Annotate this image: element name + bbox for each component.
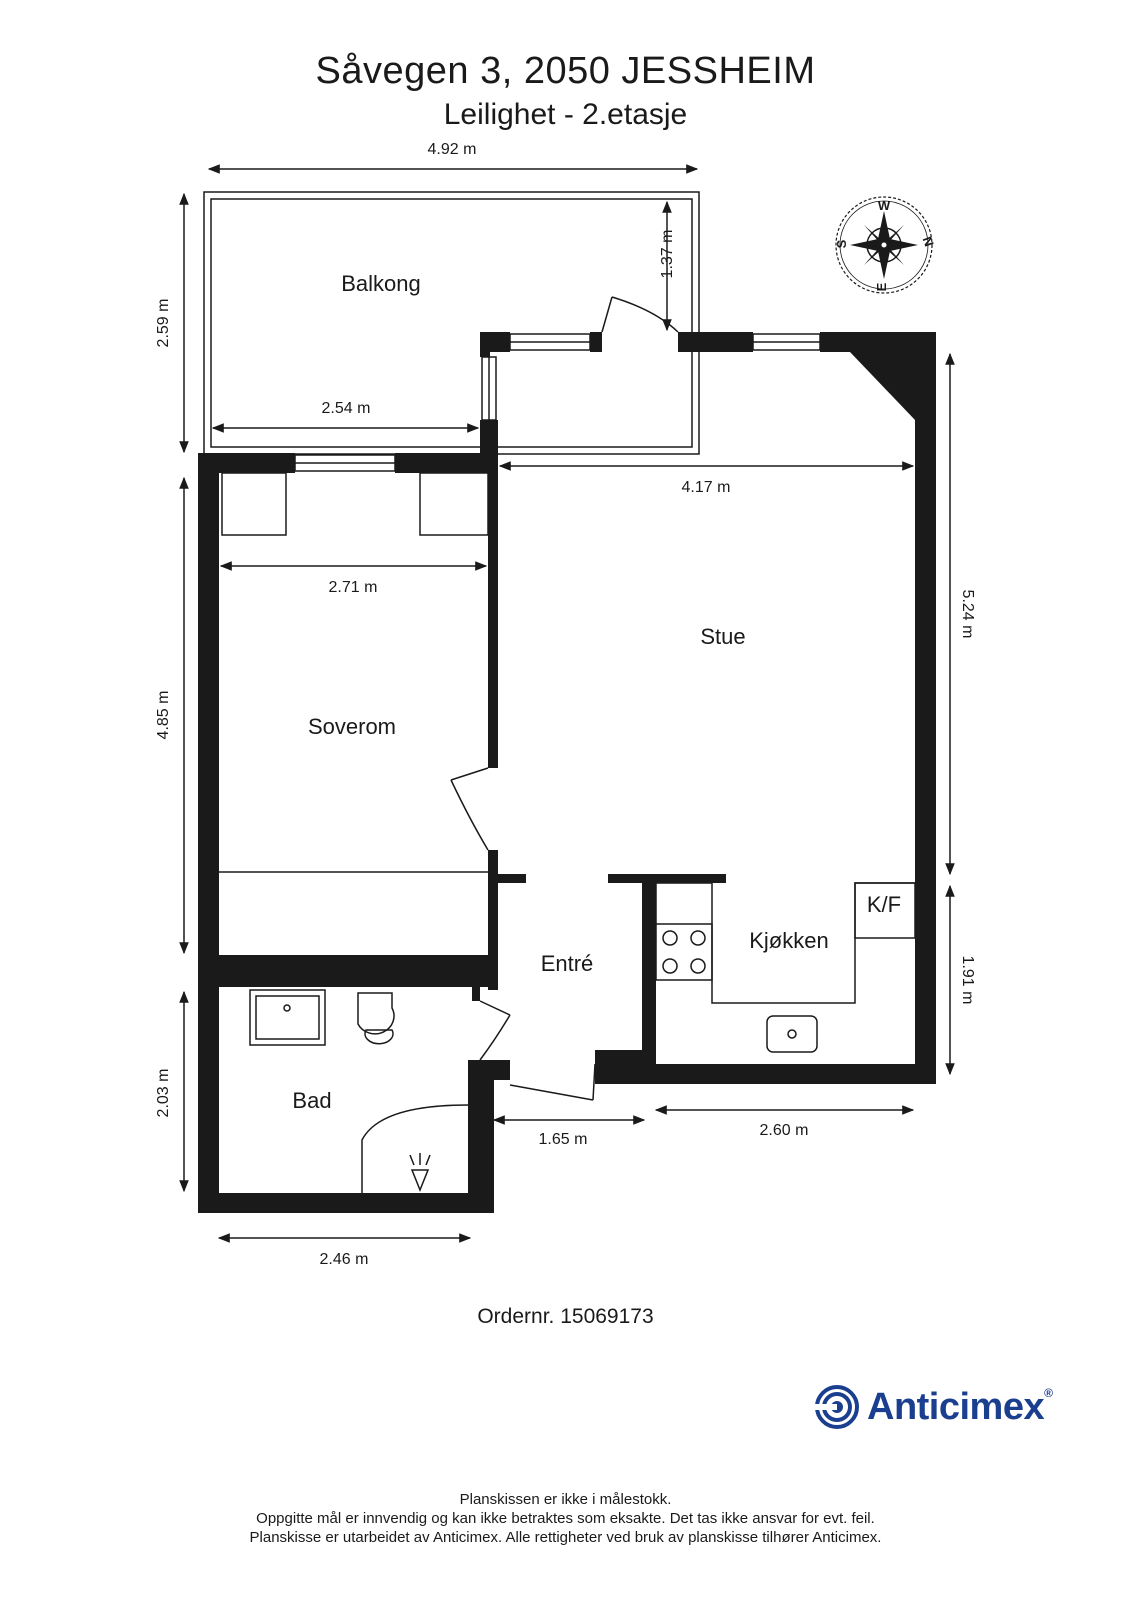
room-label-stue: Stue <box>700 624 745 649</box>
room-label-soverom: Soverom <box>308 714 396 739</box>
room-label-kjokken: Kjøkken <box>749 928 828 953</box>
dim-label-bad-width: 2.46 m <box>320 1251 369 1268</box>
kitchen-fixtures <box>655 882 916 1053</box>
registered-mark: ® <box>1044 1385 1053 1400</box>
dim-label-balcony-width: 4.92 m <box>428 141 477 158</box>
dim-label-kitchen-depth: 1.91 m <box>959 956 976 1005</box>
dim-label-soverom-width: 2.71 m <box>329 579 378 596</box>
compass-label-n: N <box>920 234 937 248</box>
walls <box>198 332 936 1213</box>
doors <box>450 296 679 1101</box>
plan-subtitle: Leilighet - 2.etasje <box>443 98 688 131</box>
room-label-bad: Bad <box>292 1088 331 1113</box>
dim-label-balcony-door-side: 1.37 m <box>659 230 676 279</box>
bedroom-furniture <box>219 472 489 873</box>
disclaimer-line-3: Planskisse er utarbeidet av Anticimex. A… <box>249 1529 882 1546</box>
dim-label-soverom-depth: 4.85 m <box>155 691 172 740</box>
disclaimer: Planskissen er ikke i målestokk. Oppgitt… <box>0 1490 1131 1547</box>
room-label-kf: K/F <box>867 892 901 917</box>
dimension-lines <box>179 164 955 1243</box>
disclaimer-line-2: Oppgitte mål er innvendig og kan ikke be… <box>256 1510 875 1527</box>
disclaimer-line-1: Planskissen er ikke i målestokk. <box>459 1491 672 1508</box>
compass-label-e: E <box>874 282 889 291</box>
dim-label-balcony-depth: 2.59 m <box>155 299 172 348</box>
balcony <box>203 191 700 455</box>
dim-label-kitchen-width: 2.60 m <box>760 1122 809 1139</box>
room-label-entre: Entré <box>541 951 594 976</box>
dim-label-stue-width: 4.17 m <box>682 479 731 496</box>
room-label-balkong: Balkong <box>341 271 421 296</box>
dim-label-balcony-inner: 2.54 m <box>322 400 371 417</box>
anticimex-wordmark: Anticimex® <box>867 1385 1053 1429</box>
dim-label-stue-depth: 5.24 m <box>959 590 976 639</box>
bath-fixtures <box>249 989 469 1193</box>
brand-name: Anticimex <box>867 1385 1045 1428</box>
anticimex-logo: Anticimex® <box>815 1385 1053 1429</box>
order-number: Ordernr. 15069173 <box>477 1305 654 1328</box>
compass-label-w: W <box>878 198 891 213</box>
dim-label-bad-depth: 2.03 m <box>155 1069 172 1118</box>
dim-label-entre-width: 1.65 m <box>539 1131 588 1148</box>
plan-title: Såvegen 3, 2050 JESSHEIM <box>315 50 816 92</box>
compass-label-s: S <box>834 239 849 248</box>
anticimex-logo-icon <box>815 1385 859 1429</box>
windows <box>294 333 821 472</box>
compass-icon: W N E S <box>834 196 937 294</box>
